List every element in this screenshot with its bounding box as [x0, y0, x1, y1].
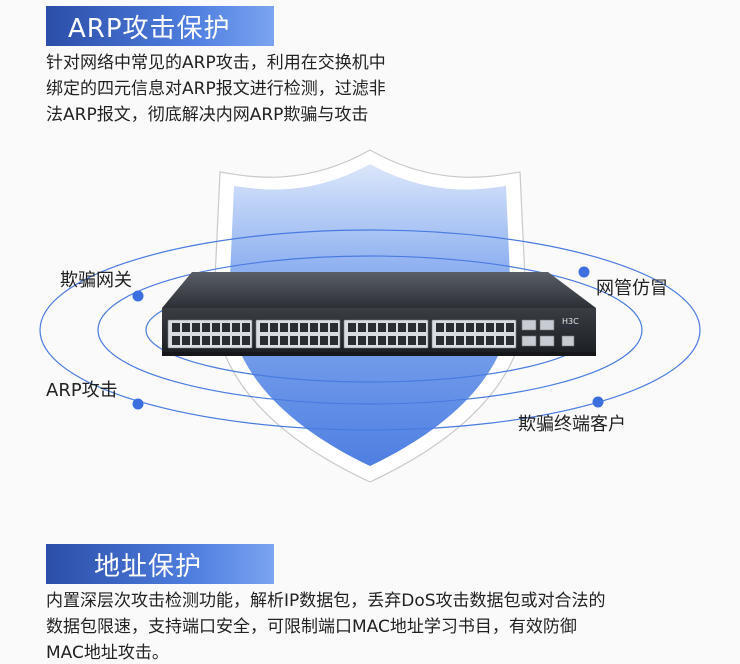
dot-arp-attack: [132, 398, 144, 410]
arp-desc-line-1: 针对网络中常见的ARP攻击，利用在交换机中: [46, 53, 386, 73]
callout-spoof-gateway: 欺骗网关: [60, 270, 132, 291]
arp-desc-line-3: 法ARP报文，彻底解决内网ARP欺骗与攻击: [46, 105, 369, 125]
rj45-port-openings: [172, 323, 514, 345]
arp-protection-title-bar: ARP攻击保护: [46, 6, 274, 46]
addr-desc-line-3: MAC地址攻击。: [46, 643, 169, 663]
address-protection-title-bar: 地址保护: [46, 544, 274, 584]
addr-desc-line-2: 数据包限速，支持端口安全，可限制端口MAC地址学习书目，有效防御: [46, 617, 577, 637]
address-protection-title: 地址保护: [94, 551, 203, 582]
dot-spoof-client: [592, 396, 604, 408]
arp-protection-title: ARP攻击保护: [68, 13, 231, 44]
sfp-ports: [521, 319, 575, 347]
addr-desc-line-1: 内置深层次攻击检测功能，解析IP数据包，丢弃DoS攻击数据包或对合法的: [46, 591, 606, 611]
network-switch: H3C: [162, 272, 596, 356]
arp-protection-description: 针对网络中常见的ARP攻击，利用在交换机中 绑定的四元信息对ARP报文进行检测，…: [46, 50, 386, 128]
brand-logo: H3C: [562, 317, 579, 326]
dot-nm-impersonation: [578, 266, 590, 278]
address-protection-description: 内置深层次攻击检测功能，解析IP数据包，丢弃DoS攻击数据包或对合法的 数据包限…: [46, 588, 606, 664]
arp-desc-line-2: 绑定的四元信息对ARP报文进行检测，过滤非: [46, 79, 386, 99]
callout-nm-impersonation: 网管仿冒: [596, 278, 668, 299]
callout-arp-attack: ARP攻击: [46, 380, 118, 401]
dot-spoof-gateway: [132, 290, 144, 302]
callout-spoof-client: 欺骗终端客户: [518, 414, 626, 435]
